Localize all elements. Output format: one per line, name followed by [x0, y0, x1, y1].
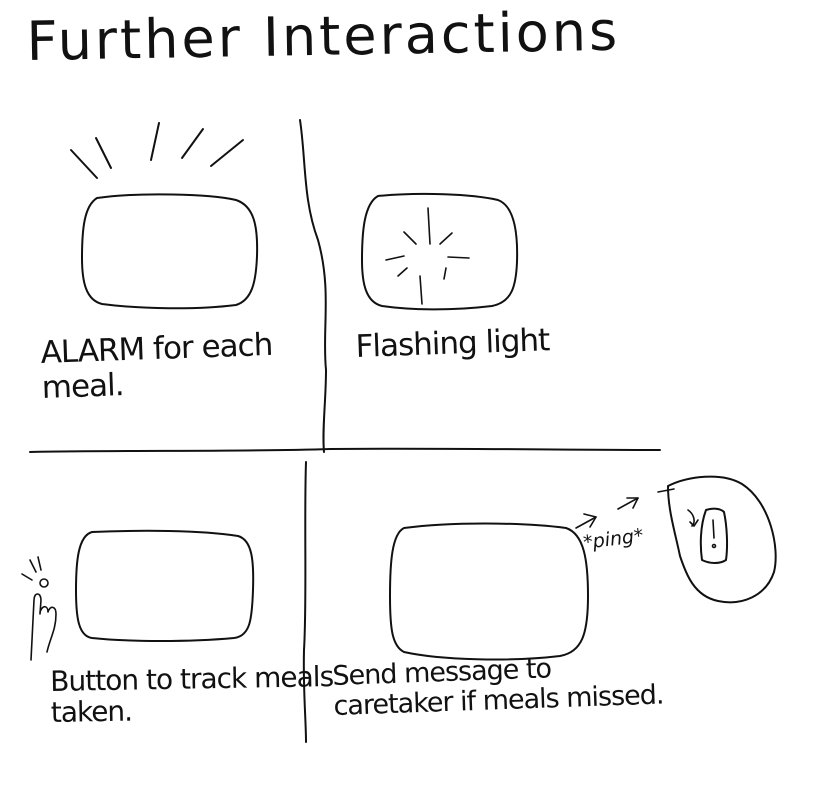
button-device-sketch: [21, 529, 255, 661]
button-caption-line1: Button to track meals: [49, 660, 334, 698]
phone-alert-icon: [687, 507, 729, 564]
horizontal-divider: [29, 447, 661, 453]
caretaker-phone-bubble: [667, 475, 777, 604]
button-device-outline: [75, 529, 255, 642]
button-caption: Button to track meals taken.: [49, 660, 334, 730]
alarm-ring-icon: [70, 122, 244, 179]
flashing-light-caption: Flashing light: [354, 322, 550, 365]
flashing-device-outline: [361, 192, 519, 311]
button-caption-line2: taken.: [50, 694, 133, 730]
page-title: Further Interactions: [25, 0, 621, 73]
vertical-divider-bottom: [302, 461, 307, 743]
message-device-sketch: [389, 475, 777, 661]
message-device-outline: [389, 522, 589, 661]
finger-press-icon: [21, 556, 57, 661]
alarm-caption: ALARM for each meal.: [39, 326, 274, 406]
flash-rays-icon: [385, 207, 470, 305]
alarm-device-outline: [81, 193, 259, 310]
alarm-device-sketch: [70, 122, 259, 310]
send-message-caption: Send message to caretaker if meals misse…: [332, 650, 664, 722]
alarm-caption-line2: meal.: [41, 366, 125, 406]
ping-arrow-icon: [575, 488, 675, 529]
alarm-caption-line1: ALARM for each: [39, 326, 273, 371]
vertical-divider-top: [299, 119, 327, 453]
flashing-light-device-sketch: [361, 192, 519, 311]
thought-bubble-outline: [667, 475, 777, 604]
